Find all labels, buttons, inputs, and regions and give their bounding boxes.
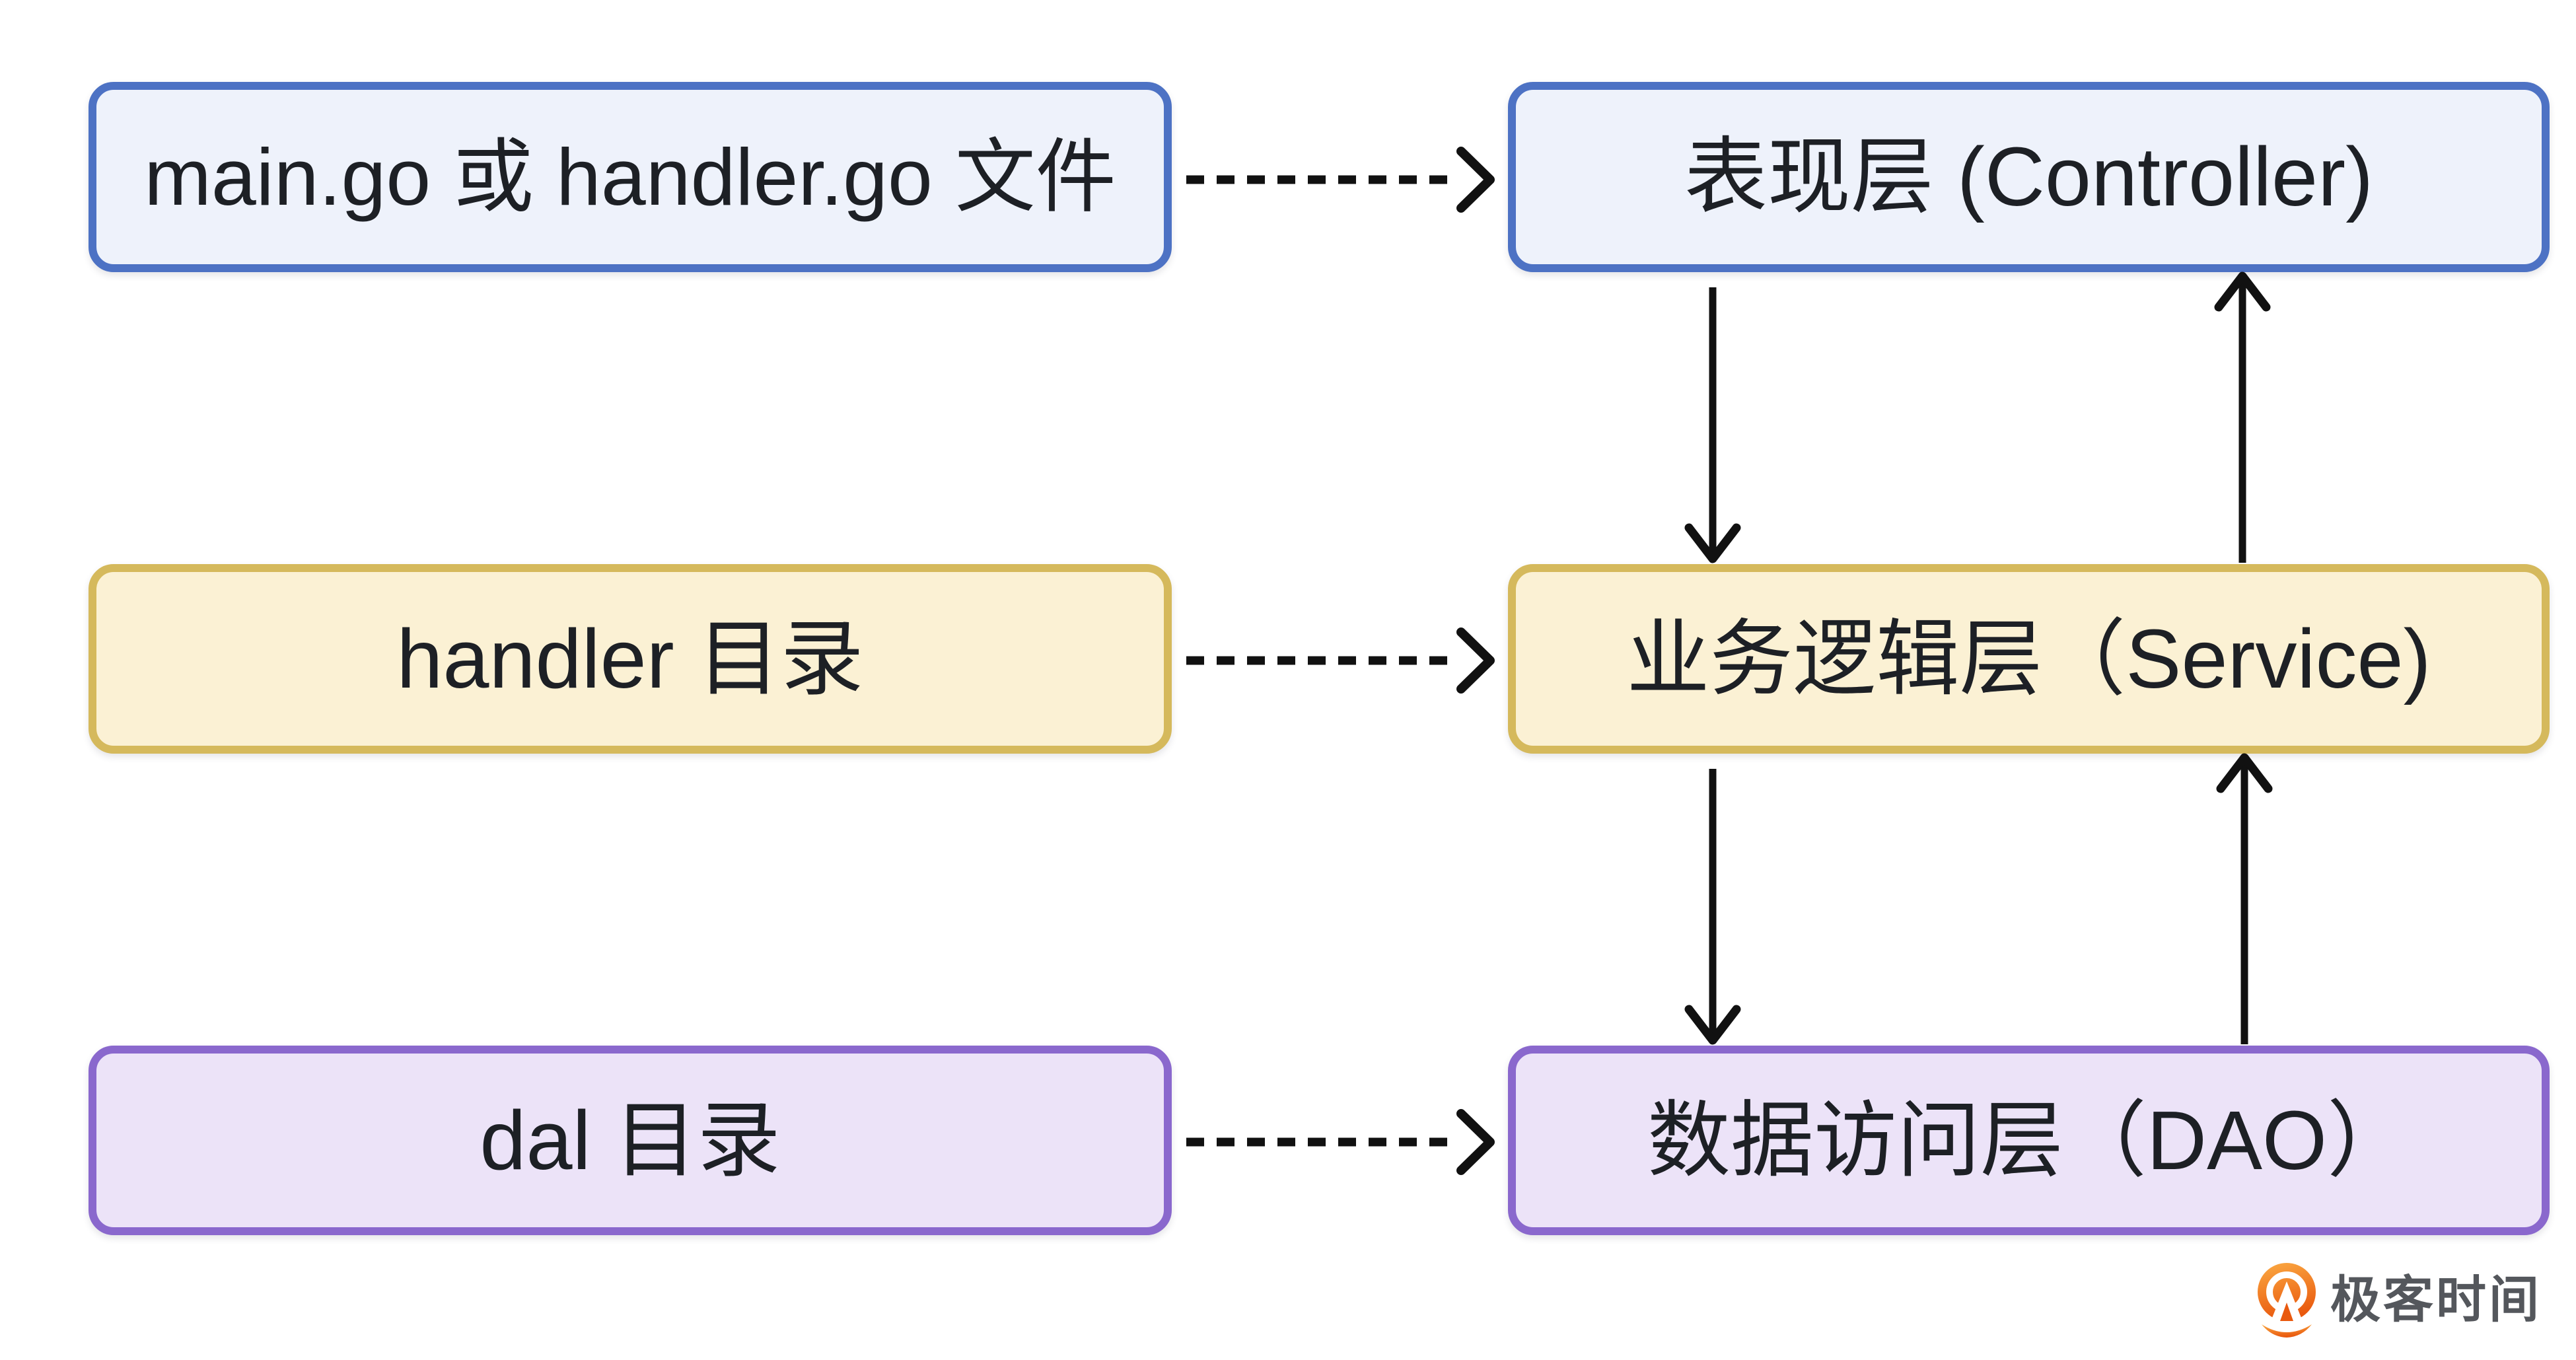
geektime-logo: 极客时间 [2255,1263,2542,1338]
edge-dashed-main-to-controller-arrow [1186,147,1495,213]
node-dal-dir-label: dal 目录 [480,1093,781,1187]
edge-solid-service-to-controller-arrow [2214,271,2271,563]
node-main-or-handler-file: main.go 或 handler.go 文件 [89,82,1172,272]
node-service-layer-label: 业务逻辑层（Service) [1626,612,2431,705]
node-controller-layer-label: 表现层 (Controller) [1684,130,2374,223]
node-dao-layer-label: 数据访问层（DAO） [1647,1093,2411,1187]
node-handler-dir-label: handler 目录 [396,612,864,705]
node-handler-dir: handler 目录 [89,564,1172,754]
node-service-layer: 业务逻辑层（Service) [1508,564,2550,754]
edge-solid-dao-to-service-arrow [2216,753,2273,1044]
geektime-logo-mark-icon [2258,1263,2316,1338]
edge-dashed-dal-to-dao-arrow [1186,1109,1495,1175]
node-main-or-handler-file-label: main.go 或 handler.go 文件 [144,132,1116,222]
edge-solid-controller-to-service-arrow [1684,287,1741,563]
geektime-brand-text: 极客时间 [2330,1272,2542,1328]
node-dao-layer: 数据访问层（DAO） [1508,1046,2550,1235]
edge-solid-service-to-dao-arrow [1684,769,1741,1045]
edge-dashed-handler-to-service-arrow [1186,627,1495,694]
node-controller-layer: 表现层 (Controller) [1508,82,2550,272]
node-dal-dir: dal 目录 [89,1046,1172,1235]
